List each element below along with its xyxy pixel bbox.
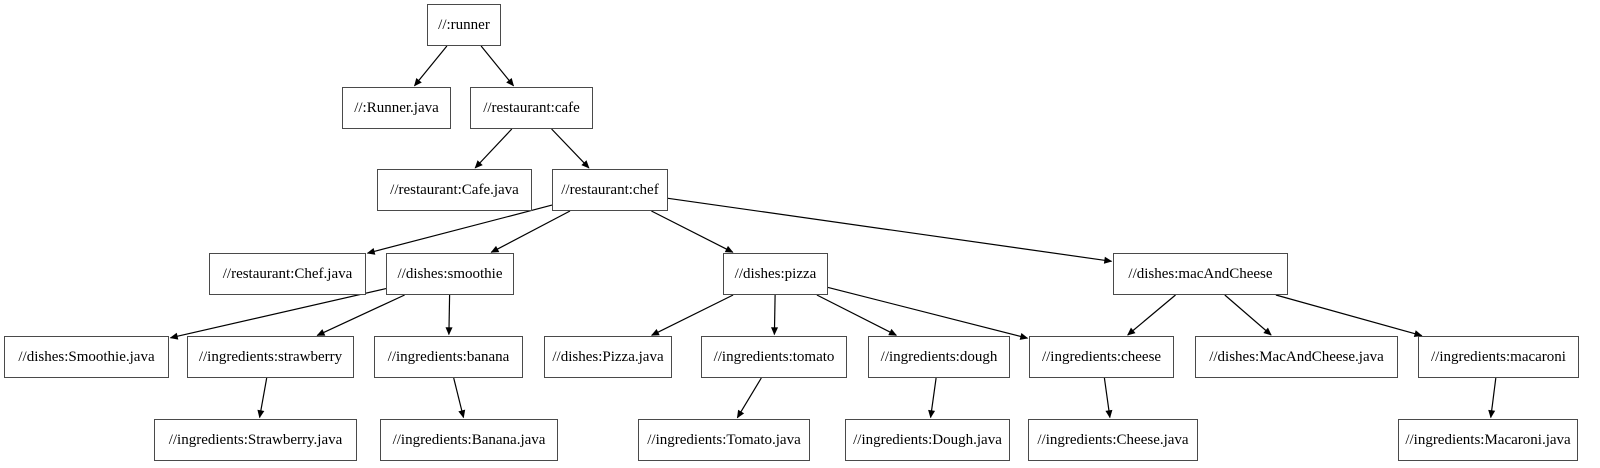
graph-edge-runner-to-cafe: [480, 45, 515, 87]
graph-edge-chef-to-chef_java: [366, 204, 553, 255]
graph-node-macaroni: //ingredients:macaroni: [1418, 336, 1579, 378]
graph-node-mac_and_cheese: //dishes:macAndCheese: [1113, 253, 1288, 295]
graph-node-cheese: //ingredients:cheese: [1029, 336, 1174, 378]
graph-edge-chef-to-pizza: [651, 210, 734, 253]
graph-edge-runner-to-runner_java: [413, 45, 448, 87]
graph-node-macaroni_java: //ingredients:Macaroni.java: [1398, 419, 1578, 461]
graph-node-chef: //restaurant:chef: [552, 169, 668, 211]
graph-node-pizza: //dishes:pizza: [723, 253, 828, 295]
graph-edge-pizza-to-cheese: [827, 286, 1029, 340]
graph-node-tomato_java: //ingredients:Tomato.java: [638, 419, 810, 461]
graph-node-strawberry: //ingredients:strawberry: [187, 336, 354, 378]
graph-edge-dough-to-dough_java: [928, 377, 937, 419]
graph-node-banana: //ingredients:banana: [374, 336, 523, 378]
graph-edge-mac_and_cheese-to-mac_and_cheese_java: [1224, 294, 1272, 336]
graph-edge-macaroni-to-macaroni_java: [1488, 377, 1497, 419]
graph-node-strawberry_java: //ingredients:Strawberry.java: [154, 419, 357, 461]
graph-edge-smoothie-to-smoothie_java: [169, 288, 387, 340]
graph-edge-mac_and_cheese-to-cheese: [1127, 294, 1176, 336]
graph-node-banana_java: //ingredients:Banana.java: [380, 419, 558, 461]
graph-node-smoothie_java: //dishes:Smoothie.java: [4, 336, 169, 378]
graph-edge-pizza-to-tomato: [771, 294, 779, 336]
graph-edge-chef-to-smoothie: [490, 210, 571, 253]
graph-node-dough: //ingredients:dough: [868, 336, 1010, 378]
graph-edge-smoothie-to-strawberry: [316, 294, 405, 336]
graph-edge-pizza-to-dough: [816, 294, 898, 336]
graph-edge-smoothie-to-banana: [445, 294, 453, 336]
graph-edge-mac_and_cheese-to-macaroni: [1275, 294, 1423, 338]
graph-node-runner_java: //:Runner.java: [342, 87, 451, 129]
graph-node-mac_and_cheese_java: //dishes:MacAndCheese.java: [1195, 336, 1398, 378]
graph-edge-cheese-to-cheese_java: [1103, 377, 1113, 419]
graph-node-dough_java: //ingredients:Dough.java: [845, 419, 1010, 461]
graph-node-runner: //:runner: [427, 4, 501, 46]
graph-edge-pizza-to-pizza_java: [650, 294, 734, 336]
graph-node-cheese_java: //ingredients:Cheese.java: [1028, 419, 1198, 461]
graph-node-chef_java: //restaurant:Chef.java: [209, 253, 366, 295]
graph-node-cafe_java: //restaurant:Cafe.java: [377, 169, 532, 211]
graph-edge-banana-to-banana_java: [453, 377, 466, 419]
graph-edge-tomato-to-tomato_java: [736, 377, 762, 419]
graph-edge-strawberry-to-strawberry_java: [257, 377, 268, 419]
graph-node-tomato: //ingredients:tomato: [701, 336, 847, 378]
graph-edge-cafe-to-cafe_java: [474, 128, 513, 169]
graph-node-pizza_java: //dishes:Pizza.java: [544, 336, 672, 378]
graph-node-smoothie: //dishes:smoothie: [386, 253, 514, 295]
graph-edge-chef-to-mac_and_cheese: [667, 197, 1113, 264]
graph-node-cafe: //restaurant:cafe: [470, 87, 593, 129]
graph-edge-cafe-to-chef: [551, 128, 590, 169]
